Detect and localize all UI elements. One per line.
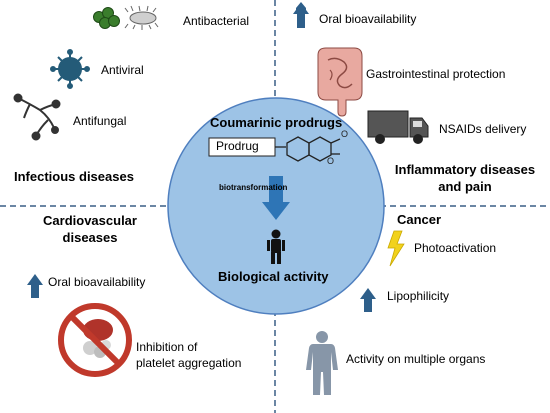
inflammatory-title-line1: Inflammatory diseases (394, 162, 536, 177)
no-platelet-icon (58, 303, 132, 377)
photoactivation-label: Photoactivation (414, 241, 497, 255)
prodrug-label: Prodrug (216, 139, 259, 153)
nsaids-delivery-label: NSAIDs delivery (439, 122, 527, 136)
lipophilicity-label: Lipophilicity (387, 289, 450, 303)
oral-bioavailability-label: Oral bioavailability (319, 12, 417, 26)
multiple-organs-label: Activity on multiple organs (346, 352, 486, 366)
inhibition-label-line2: platelet aggregation (136, 356, 242, 370)
biotransformation-label: biotransformation (219, 183, 288, 192)
lightning-icon (387, 230, 405, 267)
human-center-icon (267, 229, 285, 264)
svg-text:O: O (341, 129, 348, 139)
fungus-icon (13, 93, 61, 141)
up-arrow-icon (360, 288, 376, 312)
gi-protection-label: Gastrointestinal protection (366, 67, 506, 81)
cancer-title: Cancer (397, 212, 442, 227)
truck-icon (367, 110, 429, 144)
intestine-icon (317, 47, 363, 117)
virus-icon (50, 49, 90, 89)
center-title: Coumarinic prodrugs (210, 115, 343, 130)
up-arrow-icon (293, 2, 309, 28)
bacillus-icon (124, 5, 159, 30)
cardiovascular-title-line2: diseases (62, 230, 118, 245)
biotransformation-arrow (262, 176, 290, 220)
coumarin-structure-icon: O O (275, 129, 348, 166)
antibacterial-label: Antibacterial (183, 14, 250, 28)
infectious-title: Infectious diseases (14, 169, 134, 184)
antifungal-label: Antifungal (73, 114, 127, 128)
inflammatory-title-line2: and pain (438, 179, 492, 194)
svg-text:O: O (327, 156, 334, 166)
cardio-oral-bioavailability-label: Oral bioavailability (48, 275, 146, 289)
cardiovascular-title-line1: Cardiovascular (43, 213, 137, 228)
up-arrow-icon (27, 274, 43, 298)
human-silhouette-icon (306, 331, 338, 395)
antiviral-label: Antiviral (101, 63, 144, 77)
center-outcome: Biological activity (218, 269, 329, 284)
inhibition-label-line1: Inhibition of (136, 340, 198, 354)
bacteria-icon (93, 7, 120, 29)
